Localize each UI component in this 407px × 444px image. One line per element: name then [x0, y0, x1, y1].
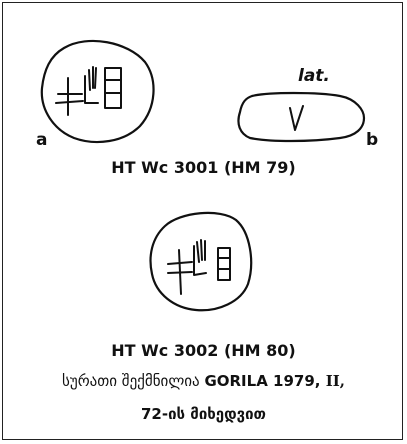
- sign-stroke-3001b: [289, 105, 304, 131]
- label-a: a: [36, 130, 48, 150]
- source-prefix: სურათი შექმნილია: [62, 372, 205, 390]
- caption-wc3001: HT Wc 3001 (HM 79): [111, 158, 296, 177]
- caption-source-line1: სურათი შექმნილია GORILA 1979, II,: [0, 372, 407, 390]
- label-b: b: [366, 130, 379, 150]
- figure-frame: [2, 2, 403, 440]
- tablet-3002-outline: [149, 211, 253, 312]
- label-lat: lat.: [298, 66, 330, 86]
- caption-source-line2: 72-ის მიხედვით: [0, 405, 407, 423]
- sign-box-3002: [217, 247, 231, 281]
- sign-grid-3001a: [55, 77, 84, 116]
- caption-wc3002: HT Wc 3002 (HM 80): [111, 341, 296, 360]
- tablet-3001-outline: [40, 39, 155, 144]
- sign-hand-3001a: [84, 66, 99, 104]
- source-page: 72-ის მიხედვით: [141, 405, 266, 423]
- source-volume: II,: [320, 372, 345, 390]
- tablet-3002: [149, 211, 253, 312]
- sign-box-3001a: [104, 67, 122, 109]
- tablet-3001-lateral-outline: [237, 91, 366, 143]
- source-reference: GORILA 1979,: [204, 372, 321, 390]
- sign-hand-3002: [193, 239, 207, 276]
- sign-grid-3002: [167, 249, 193, 295]
- tablet-3001-recto: [40, 39, 155, 144]
- tablet-3001-lateral: [237, 91, 366, 143]
